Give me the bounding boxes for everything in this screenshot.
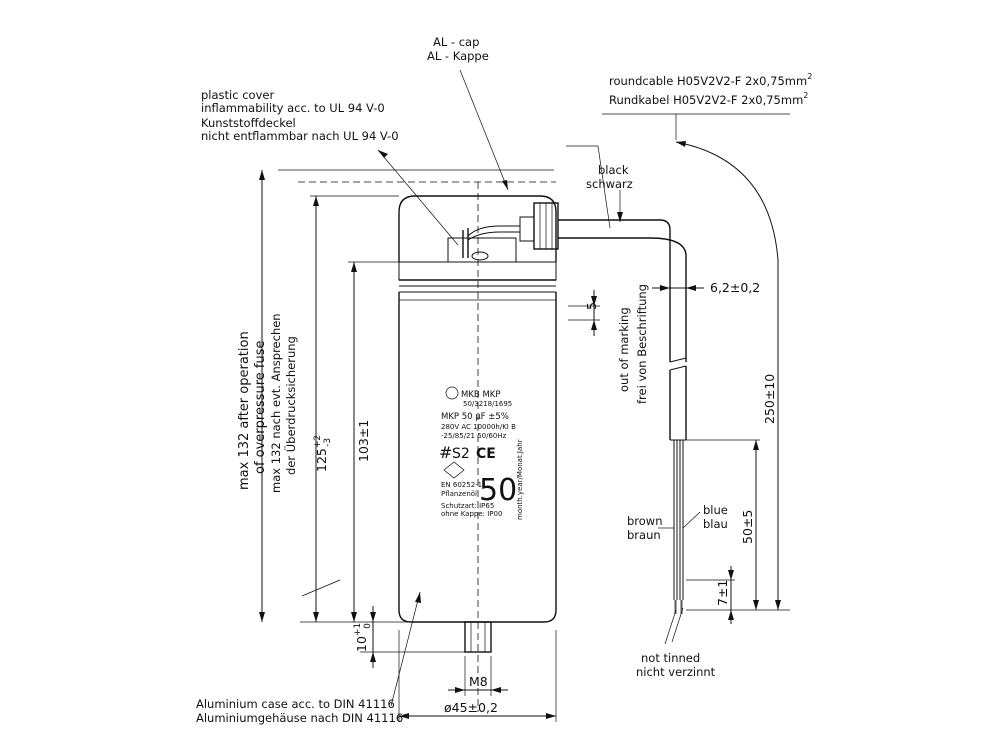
dim-m8-text: M8 xyxy=(469,674,488,689)
dimension-lines xyxy=(259,141,781,719)
capacitor-body xyxy=(398,195,559,653)
al-cap-label-de: AL - Kappe xyxy=(427,49,489,63)
black-label-de: schwarz xyxy=(586,177,633,191)
cable-label-en: roundcable H05V2V2-F 2x0,75mm2 xyxy=(609,72,812,88)
marking-date-code: month.year/Monat.Jahr xyxy=(516,439,524,520)
marking-standard: EN 60252-1 xyxy=(441,481,482,489)
fuse-label-en-2: of overpressure fuse xyxy=(253,340,268,474)
cover-label-de-1: Kunststoffdeckel xyxy=(201,116,296,130)
fuse-label-en-1: max 132 after operation xyxy=(237,331,252,490)
brand-logo-icon xyxy=(445,386,459,400)
marking-ref: 50/3218/1695 xyxy=(463,400,512,408)
fuse-label-de-1: max 132 nach evt. Ansprechen xyxy=(269,313,283,493)
cable-label-de: Rundkabel H05V2V2-F 2x0,75mm2 xyxy=(609,91,808,107)
dim-gap-text: 5 xyxy=(584,302,599,310)
hash-symbol-icon: # xyxy=(439,443,452,462)
dim-wire-length-text: 50±5 xyxy=(740,510,755,544)
dim-103-text: 103±1 xyxy=(356,420,371,462)
dim-strip-text: 7±1 xyxy=(715,580,730,606)
not-tinned-label-de: nicht verzinnt xyxy=(636,665,716,679)
marking-brand: MKB MKP xyxy=(461,390,500,400)
extension-lines xyxy=(278,169,790,722)
marking-free-label-de: frei von Beschriftung xyxy=(635,284,649,404)
black-label-en: black xyxy=(598,163,629,177)
al-cap-label-en: AL - cap xyxy=(433,35,479,49)
marking-plant-oil: Pflanzenöl xyxy=(441,490,477,498)
marking-protection-1: Schutzart: IP65 xyxy=(441,502,494,510)
blue-label-en: blue xyxy=(703,503,728,517)
marking-climate: -25/85/21 50/60Hz xyxy=(441,432,507,440)
dim-stud-text: 10+10 xyxy=(353,623,373,652)
cap-band xyxy=(398,261,557,281)
dim-diameter-text: ø45±0,2 xyxy=(444,700,498,715)
ce-mark-icon: CE xyxy=(476,446,496,462)
cover-label-de-2: nicht entflammbar nach UL 94 V-0 xyxy=(201,129,399,143)
marking-big-value: 50 xyxy=(479,473,517,508)
terminal-block xyxy=(447,237,517,263)
blue-label-de: blau xyxy=(703,517,728,531)
fuse-label-de-2: der Überdrucksicherung xyxy=(282,336,298,475)
marking-label: MKB MKP 50/3218/1695 MKP 50 µF ±5% 280V … xyxy=(439,386,524,520)
round-cable xyxy=(558,219,687,614)
case-label-de: Aluminiumgehäuse nach DIN 41116 xyxy=(196,711,403,725)
marking-protection-2: ohne Kappe: IP00 xyxy=(441,510,502,518)
dim-cable-length-text: 250±10 xyxy=(762,374,777,424)
al-cap-outline xyxy=(398,195,557,262)
dim-line-cable-length xyxy=(675,141,779,610)
vde-approval-icon xyxy=(443,461,465,479)
annotation-texts: AL - cap AL - Kappe plastic cover inflam… xyxy=(196,35,812,725)
marking-s2: S2 xyxy=(452,446,470,462)
cover-label-en-1: plastic cover xyxy=(201,88,274,102)
marking-type: MKP 50 µF ±5% xyxy=(441,412,509,422)
brown-label-en: brown xyxy=(627,514,663,528)
leader-lines xyxy=(301,69,790,707)
marking-voltage: 280V AC 10000h/KI B xyxy=(441,423,516,431)
dim-cable-diameter-text: 6,2±0,2 xyxy=(710,280,760,295)
dimension-values: 125+2-3 103±1 10+10 M8 ø45±0,2 5 6,2±0,2… xyxy=(313,280,777,715)
marking-free-label-en: out of marking xyxy=(617,307,631,392)
not-tinned-label-en: not tinned xyxy=(641,651,700,665)
brown-label-de: braun xyxy=(627,528,661,542)
case-label-en: Aluminium case acc. to DIN 41116 xyxy=(196,697,395,711)
dim-125-text: 125+2-3 xyxy=(313,435,333,472)
cover-label-en-2: inflammability acc. to UL 94 V-0 xyxy=(201,101,385,115)
